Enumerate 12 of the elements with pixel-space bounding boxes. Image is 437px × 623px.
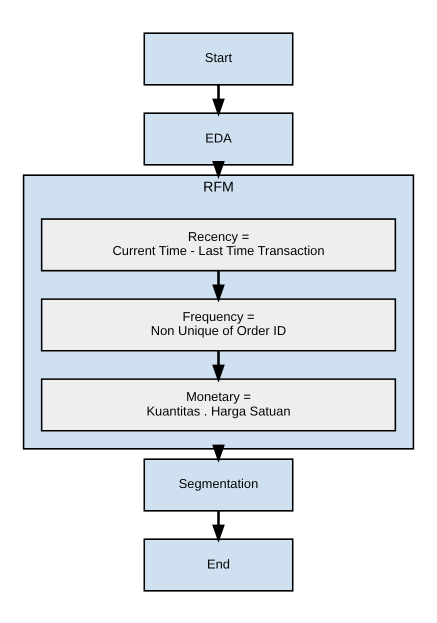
node-box: Frequency = Non Unique of Order ID xyxy=(40,298,396,351)
arrow xyxy=(212,444,225,462)
arrow xyxy=(212,510,225,542)
node-box: Segmentation xyxy=(144,458,294,512)
arrow xyxy=(212,350,225,382)
arrow xyxy=(212,84,225,116)
arrow xyxy=(212,160,225,179)
node-box: Recency = Current Time - Last Time Transaction xyxy=(40,218,396,271)
node-box: End xyxy=(144,538,294,592)
arrow xyxy=(212,270,225,302)
node-box: Monetary = Kuantitas . Harga Satuan xyxy=(40,378,396,432)
node-box: Start xyxy=(144,32,294,86)
